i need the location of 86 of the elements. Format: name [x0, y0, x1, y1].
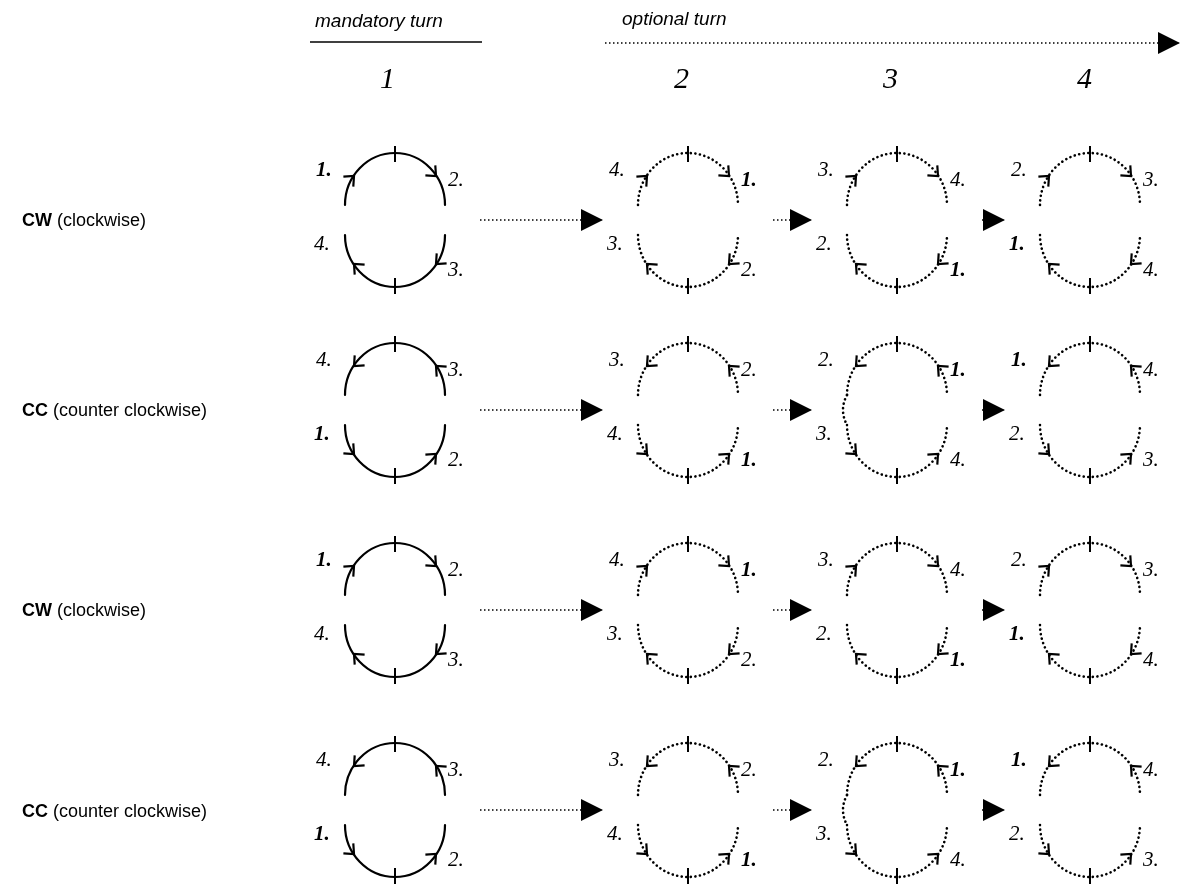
step-number: 2.: [1011, 548, 1027, 570]
step-number: 2.: [448, 168, 464, 190]
step-number: 2.: [741, 358, 757, 380]
arrow: [981, 399, 1006, 421]
step-number: 2.: [816, 622, 832, 644]
row-label: CW (clockwise): [22, 599, 146, 621]
step-number: 4.: [1143, 358, 1159, 380]
arrow: [772, 599, 813, 621]
step-number: 3.: [448, 648, 464, 670]
step-number: 3.: [448, 758, 464, 780]
step-number: 2.: [1009, 422, 1025, 444]
step-number: 3.: [1143, 558, 1159, 580]
step-number: 3.: [607, 232, 623, 254]
step-number: 3.: [609, 348, 625, 370]
arrow: [772, 209, 813, 231]
step-number: 4.: [607, 822, 623, 844]
step-number: 3.: [448, 258, 464, 280]
step-number: 4.: [609, 548, 625, 570]
step-number: 1.: [316, 158, 332, 180]
column-number: 4: [1077, 62, 1092, 94]
column-number: 2: [674, 62, 689, 94]
arrow: [772, 399, 813, 421]
arrow: [772, 799, 813, 821]
step-number: 3.: [1143, 448, 1159, 470]
step-number: 4.: [950, 848, 966, 870]
step-number: 1.: [950, 358, 966, 380]
arrow: [479, 399, 604, 421]
step-number: 2.: [741, 648, 757, 670]
heading-text: optional turn: [622, 8, 727, 30]
step-number: 3.: [816, 422, 832, 444]
step-number: 4.: [1143, 648, 1159, 670]
step-number: 2.: [1009, 822, 1025, 844]
step-number: 2.: [741, 758, 757, 780]
step-number: 1.: [950, 648, 966, 670]
step-number: 1.: [314, 422, 330, 444]
step-number: 4.: [314, 622, 330, 644]
arrow: [981, 209, 1006, 231]
column-number: 1: [380, 62, 395, 94]
step-number: 3.: [816, 822, 832, 844]
step-number: 2.: [448, 448, 464, 470]
step-number: 1.: [741, 558, 757, 580]
row-label: CW (clockwise): [22, 209, 146, 231]
column-number: 3: [883, 62, 898, 94]
step-number: 1.: [741, 448, 757, 470]
step-number: 2.: [816, 232, 832, 254]
step-number: 3.: [609, 748, 625, 770]
heading-text: mandatory turn: [315, 10, 443, 32]
step-number: 1.: [1009, 232, 1025, 254]
step-number: 1.: [741, 848, 757, 870]
row-label: CC (counter clockwise): [22, 800, 208, 822]
arrow: [479, 209, 604, 231]
step-number: 1.: [950, 758, 966, 780]
step-number: 4.: [316, 348, 332, 370]
step-number: 3.: [818, 158, 834, 180]
step-number: 4.: [314, 232, 330, 254]
arrow: [479, 799, 604, 821]
step-number: 3.: [448, 358, 464, 380]
step-number: 3.: [1143, 848, 1159, 870]
step-number: 4.: [609, 158, 625, 180]
step-number: 1.: [314, 822, 330, 844]
step-number: 4.: [607, 422, 623, 444]
row-label: CC (counter clockwise): [22, 399, 208, 421]
step-number: 2.: [818, 748, 834, 770]
step-number: 4.: [1143, 258, 1159, 280]
step-number: 1.: [316, 548, 332, 570]
step-number: 1.: [950, 258, 966, 280]
step-number: 4.: [950, 558, 966, 580]
arrow: [981, 599, 1006, 621]
step-number: 1.: [741, 168, 757, 190]
step-number: 3.: [818, 548, 834, 570]
step-number: 4.: [1143, 758, 1159, 780]
step-number: 1.: [1011, 348, 1027, 370]
arrow: [479, 599, 604, 621]
step-number: 2.: [818, 348, 834, 370]
step-number: 4.: [316, 748, 332, 770]
step-number: 1.: [1011, 748, 1027, 770]
step-number: 4.: [950, 448, 966, 470]
step-number: 3.: [1143, 168, 1159, 190]
step-number: 3.: [607, 622, 623, 644]
arrow: [981, 799, 1006, 821]
step-number: 2.: [741, 258, 757, 280]
step-number: 2.: [448, 558, 464, 580]
step-number: 4.: [950, 168, 966, 190]
step-number: 1.: [1009, 622, 1025, 644]
step-number: 2.: [448, 848, 464, 870]
step-number: 2.: [1011, 158, 1027, 180]
